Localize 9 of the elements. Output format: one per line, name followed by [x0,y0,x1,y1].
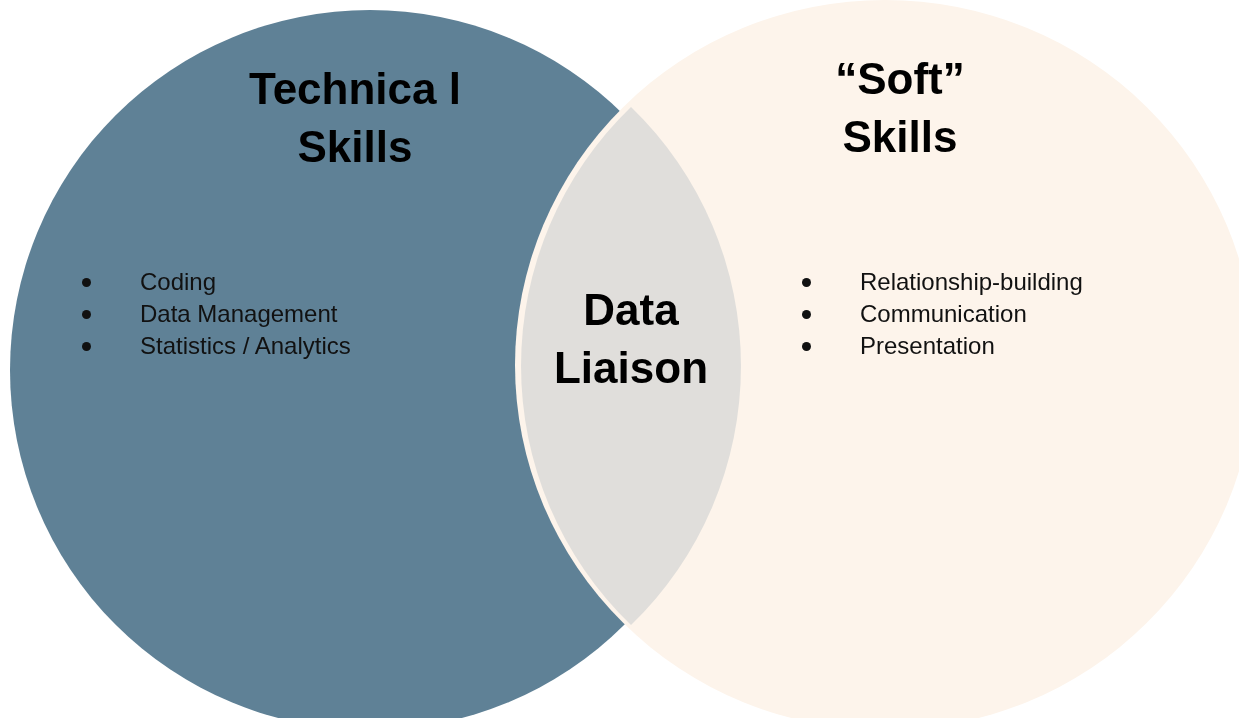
bullet-item: Statistics / Analytics [80,330,351,362]
circle-heading: Technica l Skills [248,63,462,173]
bullet-item: Presentation [800,330,995,362]
bullet-item: Coding [80,266,217,298]
bullet-item: Relationship-building [800,266,1083,298]
circle-heading: “Soft” Skills [834,53,966,163]
bullet-item: Communication [800,298,1027,330]
circle-heading: Data Liaison [553,284,709,394]
bullet-item: Data Management [80,298,338,330]
